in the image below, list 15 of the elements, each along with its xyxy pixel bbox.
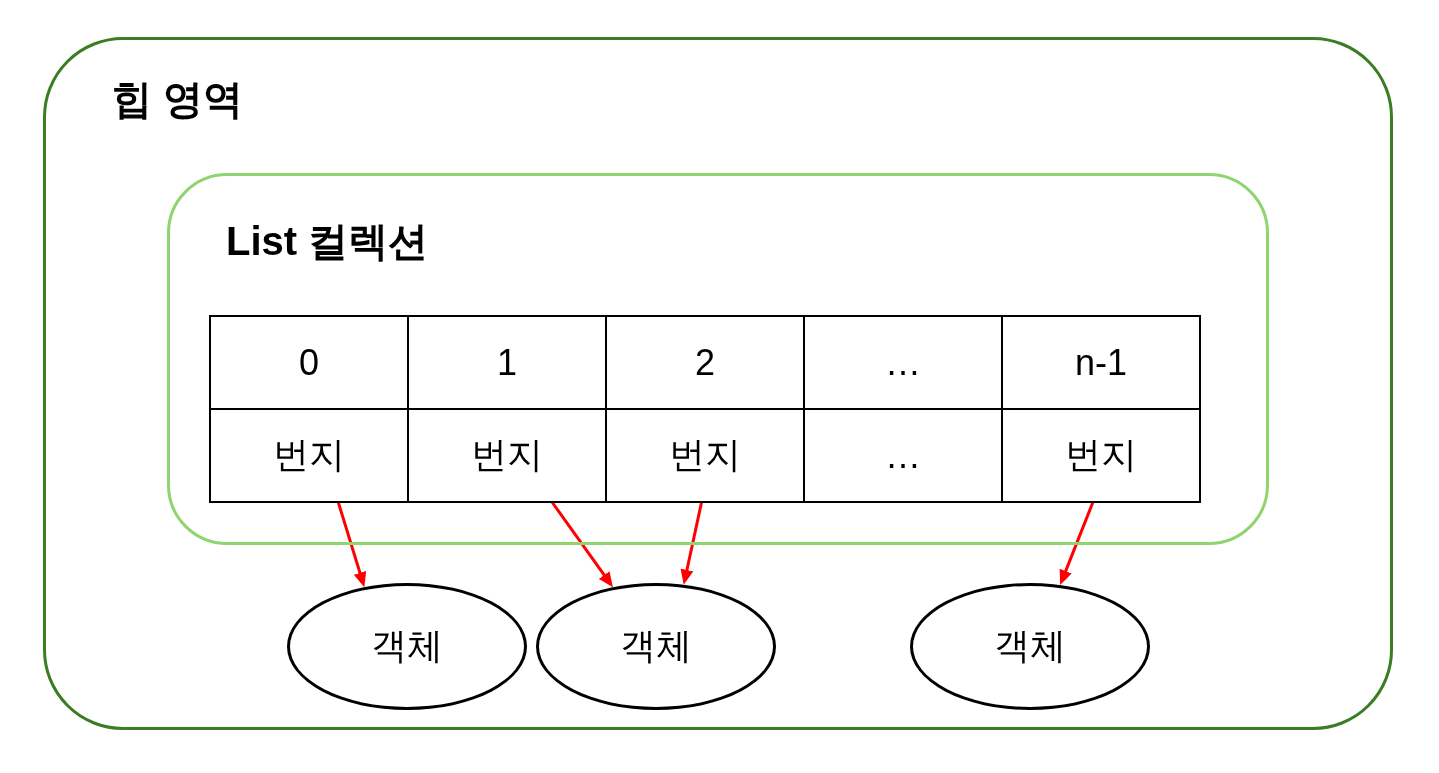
region-box: [167, 173, 1269, 545]
arrow: [1059, 501, 1095, 586]
table-cell: n-1: [1001, 315, 1201, 410]
arrow: [550, 501, 613, 588]
region-title: 힙 영역: [112, 79, 244, 119]
table-cell: 번지: [1001, 408, 1201, 503]
arrow: [336, 501, 367, 588]
region-title: List 컬렉션: [226, 221, 429, 261]
table-cell: 번지: [209, 408, 409, 503]
table-cell: 0: [209, 315, 409, 410]
arrow: [680, 501, 704, 585]
object-ellipse: 객체: [287, 583, 527, 710]
region-box: [43, 37, 1393, 730]
object-ellipse: 객체: [536, 583, 776, 710]
object-ellipse: 객체: [910, 583, 1150, 710]
